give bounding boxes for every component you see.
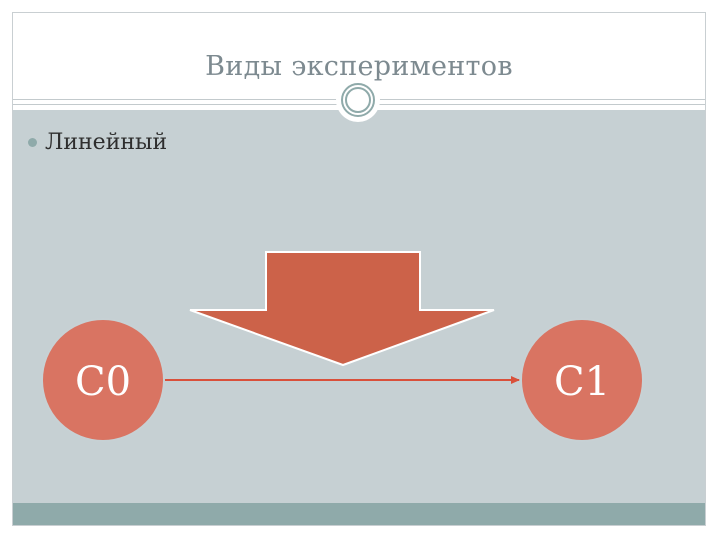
footer-band xyxy=(13,503,705,525)
emblem-inner-ring xyxy=(345,87,371,113)
slide-frame xyxy=(12,12,706,526)
node-c0-label: C0 xyxy=(75,359,131,405)
bullet-item-linear: Линейный xyxy=(28,128,167,156)
down-arrow-shape xyxy=(189,251,495,367)
bullet-text: Линейный xyxy=(45,129,168,155)
emblem-outer-ring xyxy=(341,83,375,117)
node-c1-label: C1 xyxy=(554,359,610,405)
bullet-dot-icon xyxy=(28,137,37,147)
node-c0: C0 xyxy=(41,318,165,442)
ring-emblem-icon xyxy=(336,78,380,122)
slide-title: Виды экспериментов xyxy=(205,51,513,82)
node-c1: C1 xyxy=(520,318,644,442)
